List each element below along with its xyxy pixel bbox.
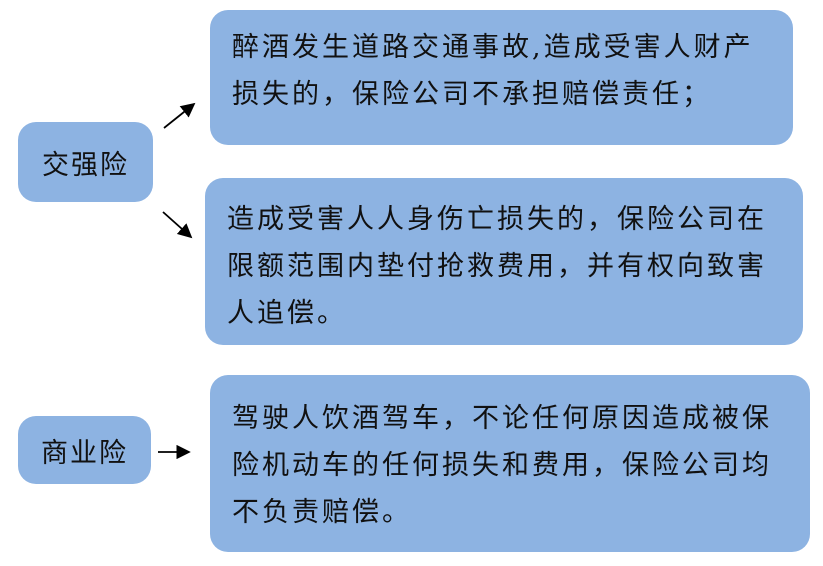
rule-box-1: 醉酒发生道路交通事故,造成受害人财产损失的，保险公司不承担赔偿责任； — [210, 10, 793, 145]
node-label: 商业险 — [41, 437, 128, 469]
rule-box-3: 驾驶人饮酒驾车，不论任何原因造成被保险机动车的任何损失和费用，保险公司均不负责赔… — [210, 375, 810, 552]
arrow-icon — [162, 211, 193, 239]
node-label: 交强险 — [42, 149, 129, 181]
node-compulsory-insurance: 交强险 — [18, 122, 153, 202]
node-commercial-insurance: 商业险 — [18, 416, 151, 484]
rule-text: 醉酒发生道路交通事故,造成受害人财产损失的，保险公司不承担赔偿责任； — [232, 32, 754, 110]
rule-text: 驾驶人饮酒驾车，不论任何原因造成被保险机动车的任何损失和费用，保险公司均不负责赔… — [232, 403, 772, 528]
rule-box-2: 造成受害人人身伤亡损失的，保险公司在限额范围内垫付抢救费用，并有权向致害人追偿。 — [205, 178, 803, 345]
arrow-icon — [163, 102, 196, 129]
rule-text: 造成受害人人身伤亡损失的，保险公司在限额范围内垫付抢救费用，并有权向致害人追偿。 — [227, 204, 767, 329]
